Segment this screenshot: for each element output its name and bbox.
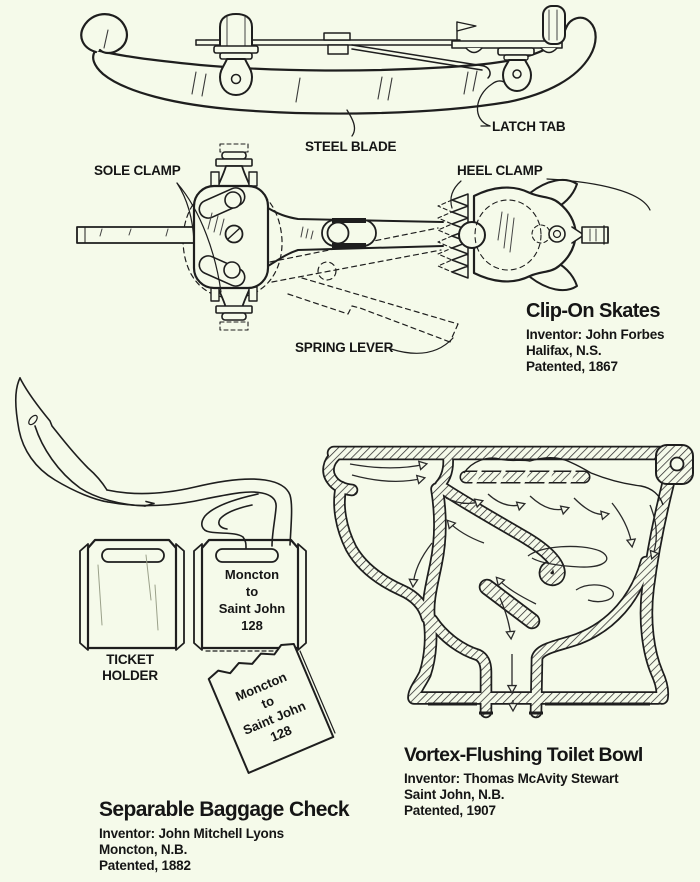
connecting-arm xyxy=(267,207,444,267)
eddy-loops xyxy=(527,545,614,603)
blade-top-view xyxy=(76,226,197,244)
toilet-bowl-caption: Vortex-Flushing Toilet Bowl Inventor: Th… xyxy=(404,744,643,819)
figure-title: Separable Baggage Check xyxy=(99,798,350,821)
check-strap xyxy=(14,377,293,549)
figure-patent-year: Patented, 1907 xyxy=(404,803,496,818)
clip-on-skate-mechanism-drawing xyxy=(76,143,651,354)
ticket-origin: Moncton xyxy=(224,567,280,582)
flush-rim-strip xyxy=(459,469,591,485)
blade-hatch-marks xyxy=(103,29,478,103)
label-ticket-holder-line1: TICKET xyxy=(106,652,154,667)
clip-on-skates-caption: Clip-On Skates Inventor: John Forbes Hal… xyxy=(526,300,665,375)
side-view-leader-lines xyxy=(346,80,505,137)
label-latch-tab: LATCH TAB xyxy=(492,119,566,134)
heel-latch-assembly xyxy=(451,5,566,92)
label-ticket-holder: TICKET HOLDER xyxy=(88,652,172,684)
figure-title: Clip-On Skates xyxy=(526,300,660,322)
arm-roller xyxy=(326,221,350,245)
figure-location: Moncton, N.B. xyxy=(99,842,188,857)
water-surface xyxy=(463,457,664,506)
figure-inventor: Inventor: Thomas McAvity Stewart xyxy=(404,771,619,786)
loose-ticket-card xyxy=(207,643,335,774)
ticket-holder-empty xyxy=(79,538,185,651)
label-sole-clamp: SOLE CLAMP xyxy=(94,163,181,178)
ticket-destination: Saint John xyxy=(218,601,286,616)
toilet-bowl-drawing xyxy=(329,444,694,715)
label-heel-clamp: HEEL CLAMP xyxy=(457,163,543,178)
vortex-flow-arrows xyxy=(349,460,660,713)
baggage-check-drawing xyxy=(14,377,336,774)
heel-clamp-assembly-top xyxy=(437,178,609,292)
figure-location: Halifax, N.S. xyxy=(526,343,602,358)
figure-inventor: Inventor: John Forbes xyxy=(526,327,665,342)
blade-toe-curl xyxy=(80,13,128,55)
ticket-connector: to xyxy=(245,584,259,599)
steel-blade-shape xyxy=(92,16,597,115)
ticket-number: 128 xyxy=(241,618,263,633)
sole-clamp-post xyxy=(213,13,259,96)
label-spring-lever: SPRING LEVER xyxy=(295,340,394,355)
toilet-wall-hatching xyxy=(329,453,668,712)
label-steel-blade: STEEL BLADE xyxy=(305,139,397,154)
mechanism-leader-lines xyxy=(176,178,651,354)
label-ticket-holder-line2: HOLDER xyxy=(102,668,158,684)
figure-patent-year: Patented, 1882 xyxy=(99,858,191,873)
figure-inventor: Inventor: John Mitchell Lyons xyxy=(99,826,284,841)
sole-clamp-bottom-jaw xyxy=(210,286,258,331)
ticket-holder-with-card xyxy=(193,538,307,652)
holder-ticket-text: Moncton to Saint John 128 xyxy=(204,566,300,634)
figure-location: Saint John, N.B. xyxy=(404,787,505,802)
figure-title: Vortex-Flushing Toilet Bowl xyxy=(404,744,643,766)
clip-on-skate-side-view-drawing xyxy=(80,5,597,137)
baggage-check-caption: Separable Baggage Check Inventor: John M… xyxy=(99,798,350,874)
base-shadow xyxy=(428,702,650,715)
sole-clamp-top-jaw xyxy=(210,143,258,187)
rim-hook xyxy=(655,444,694,485)
heel-clamp-eye xyxy=(458,221,486,249)
figure-patent-year: Patented, 1867 xyxy=(526,359,618,374)
tear-line xyxy=(299,650,336,734)
